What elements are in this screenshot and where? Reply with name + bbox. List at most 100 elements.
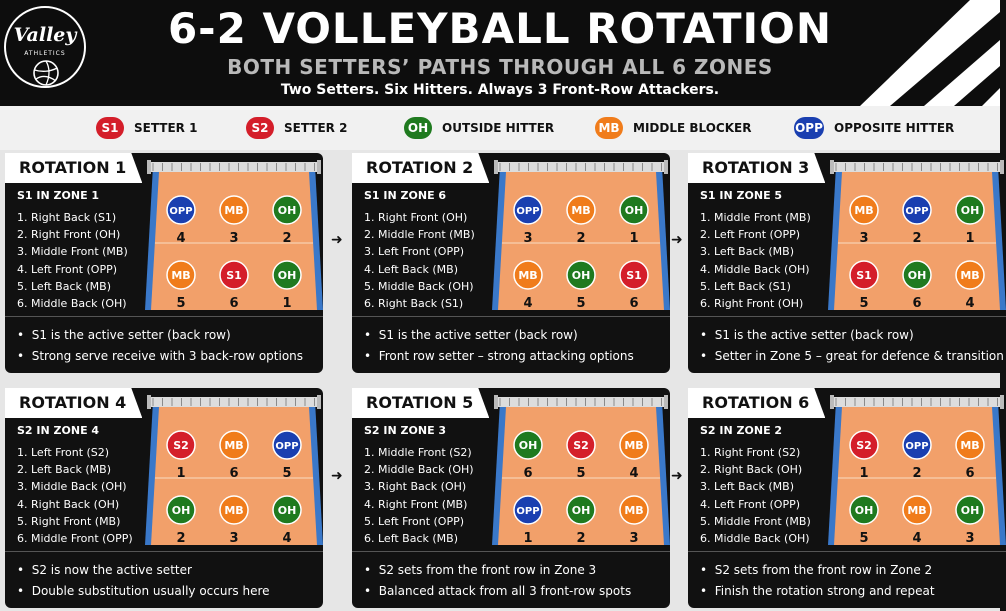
note-text: Front row setter – strong attacking opti… [378, 349, 634, 363]
court-diagram: OPP 4 MB 3 OH 2 MB 5 S1 6 OH 1 [145, 160, 323, 311]
player-badge [272, 495, 302, 525]
player-role: MB [960, 439, 979, 452]
bullet-icon: • [17, 349, 32, 363]
net [151, 397, 317, 407]
position-item: 1. Left Front (S2) [17, 446, 110, 459]
court-diagram: S2 1 OPP 2 MB 6 OH 5 MB 4 OH 3 [828, 395, 1006, 546]
rotation-title: ROTATION 5 [352, 388, 490, 418]
rotation-notes: • S2 sets from the front row in Zone 2• … [688, 551, 1006, 602]
player-mb: MB 3 [219, 195, 249, 246]
note-item: • Double substitution usually occurs her… [17, 581, 323, 602]
net-mesh [152, 163, 315, 171]
position-item: 2. Left Front (OPP) [700, 228, 801, 242]
position-item: 5. Left Front (OPP) [364, 514, 465, 528]
player-badge [619, 260, 649, 290]
zone-number: 1 [859, 466, 868, 481]
net-mesh [835, 163, 998, 171]
player-badge [566, 195, 596, 225]
player-badge [272, 260, 302, 290]
player-oh: OH 1 [955, 195, 985, 246]
player-badge [513, 495, 543, 525]
zone-number: 6 [523, 466, 532, 481]
next-arrow-icon: ➜ [671, 232, 683, 248]
zone-number: 4 [912, 531, 921, 546]
net-mesh [835, 398, 998, 406]
legend-label: SETTER 1 [134, 121, 198, 135]
position-list: 1. Middle Front (MB)2. Left Front (OPP)3… [700, 209, 811, 312]
position-item: 4. Left Front (OPP) [17, 262, 118, 276]
position-item: 6. Middle Back (OH) [700, 532, 810, 546]
player-badge [513, 195, 543, 225]
player-badge [272, 430, 302, 460]
rotation-title: ROTATION 2 [352, 153, 490, 183]
s1-badge: S1 [96, 117, 124, 139]
player-role: OPP [275, 441, 298, 452]
rotation-card: ROTATION 4 S2 IN ZONE 4 1. Left Front (S… [5, 388, 323, 608]
zone-number: 6 [912, 296, 921, 311]
player-badge [513, 430, 543, 460]
player-badge [619, 430, 649, 460]
player-s2: S2 5 [566, 430, 596, 481]
bullet-icon: • [700, 584, 715, 598]
note-text: S2 is now the active setter [31, 563, 192, 577]
zone-number: 1 [282, 296, 291, 311]
player-badge [955, 260, 985, 290]
rotation-title: ROTATION 4 [5, 388, 143, 418]
player-role: S2 [173, 439, 189, 452]
zone-number: 4 [282, 531, 291, 546]
position-item: 3. Right Back (OH) [364, 480, 467, 494]
setter-zone-label: S1 IN ZONE 6 [364, 189, 447, 202]
player-oh: OH 6 [513, 430, 543, 481]
position-item: 4. Middle Back (OH) [700, 262, 810, 276]
player-role: OPP [905, 441, 928, 452]
player-opp: OPP 2 [902, 430, 932, 481]
player-badge [166, 430, 196, 460]
net-post [664, 160, 668, 174]
zone-number: 1 [176, 466, 185, 481]
player-role: OH [519, 439, 538, 452]
note-item: • S1 is the active setter (back row) [17, 325, 323, 346]
player-badge [166, 195, 196, 225]
zone-number: 2 [912, 466, 921, 481]
zone-number: 1 [523, 531, 532, 546]
bullet-icon: • [17, 584, 32, 598]
player-mb: MB 4 [955, 260, 985, 311]
note-item: • Finish the rotation strong and repeat [700, 581, 1006, 602]
player-role: MB [854, 204, 873, 217]
player-oh: OH 1 [272, 260, 302, 311]
net-post [664, 395, 668, 409]
player-role: MB [224, 439, 243, 452]
next-arrow-icon: ➜ [331, 232, 343, 248]
rotation-title: ROTATION 3 [688, 153, 826, 183]
position-item: 1. Middle Front (S2) [364, 446, 472, 459]
oh-badge: OH [404, 117, 432, 139]
player-role: OH [172, 504, 191, 517]
position-item: 3. Left Back (MB) [700, 245, 795, 259]
legend-label: OUTSIDE HITTER [442, 121, 555, 135]
legend-item-opposite-hitter: OPP OPPOSITE HITTER [794, 117, 954, 139]
note-item: • S2 sets from the front row in Zone 3 [364, 560, 670, 581]
bullet-icon: • [700, 328, 715, 342]
player-mb: MB 3 [219, 495, 249, 546]
zone-number: 4 [523, 296, 532, 311]
position-item: 2. Right Back (OH) [700, 463, 803, 477]
player-badge [902, 260, 932, 290]
setter-zone-label: S2 IN ZONE 3 [364, 424, 447, 437]
player-badge [566, 260, 596, 290]
note-text: Balanced attack from all 3 front-row spo… [378, 584, 632, 598]
position-item: 1. Right Front (S2) [700, 446, 801, 459]
note-text: Finish the rotation strong and repeat [714, 584, 935, 598]
player-oh: OH 5 [566, 260, 596, 311]
player-opp: OPP 4 [166, 195, 196, 246]
note-text: Double substitution usually occurs here [31, 584, 270, 598]
note-item: • Setter in Zone 5 – great for defence &… [700, 346, 1006, 367]
player-badge [619, 195, 649, 225]
player-mb: MB 2 [566, 195, 596, 246]
player-oh: OH 6 [902, 260, 932, 311]
player-oh: OH 2 [166, 495, 196, 546]
player-role: OPP [516, 506, 539, 517]
position-list: 1. Right Front (OH)2. Middle Front (MB)3… [364, 209, 475, 312]
note-text: S2 sets from the front row in Zone 3 [378, 563, 597, 577]
net [498, 162, 664, 172]
note-text: Strong serve receive with 3 back-row opt… [31, 349, 304, 363]
